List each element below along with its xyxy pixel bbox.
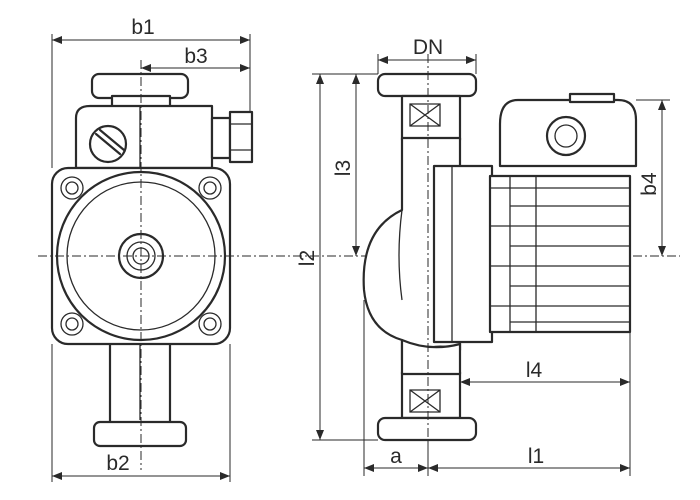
label-l2: l2 [296,250,319,266]
a-l1-dimension-line [363,300,631,476]
label-b4: b4 [638,172,661,196]
label-b2: b2 [106,452,129,475]
dimension-labels: b1 b3 b2 DN l2 l3 b4 l4 a l1 [106,16,661,475]
label-a: a [390,445,402,468]
label-l3: l3 [332,160,355,176]
top-port-mark [409,103,441,127]
cooling-fins [490,187,630,323]
motor-flange [432,164,494,344]
cable-gland-nut [228,110,254,164]
b2-dimension-line [51,344,231,482]
dimensions [51,34,670,482]
side-bottom-flange [376,416,478,442]
cable-gland [210,116,232,160]
side-cable-entry [545,115,587,157]
label-b3: b3 [184,45,207,68]
l2-dimension-line [312,73,378,441]
motor-body [488,174,632,334]
terminal-screw-slot [94,128,126,156]
mounting-lugs [60,176,222,336]
front-view [50,72,254,448]
front-bottom-flange [92,420,188,448]
bottom-port-mark [409,389,441,413]
dn-dimension-line [377,54,477,74]
l4-dimension-line [460,332,631,390]
label-l4: l4 [526,359,543,382]
front-top-flange [90,72,190,100]
label-dn: DN [413,36,443,59]
side-view [362,72,638,442]
side-top-flange [376,72,478,98]
b4-dimension-line [636,99,670,256]
label-l1: l1 [528,445,544,468]
label-b1: b1 [131,16,154,39]
b1-dimension-line [51,34,251,168]
side-top-neck [400,94,462,142]
